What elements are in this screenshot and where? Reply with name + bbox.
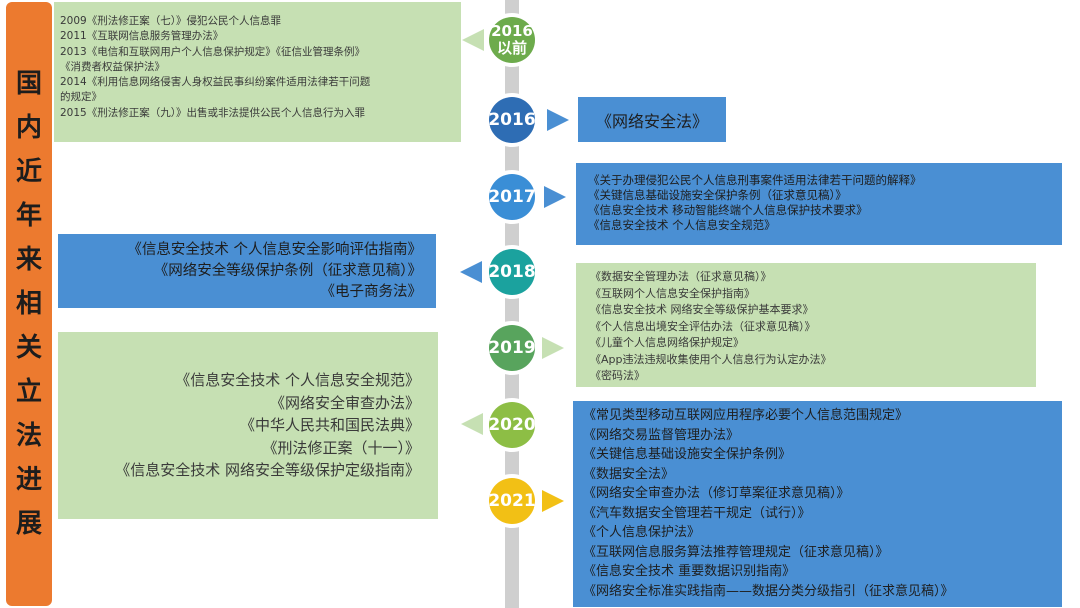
title-char: 内 xyxy=(15,113,42,143)
law-item: 《网络交易监督管理办法》 xyxy=(583,427,740,443)
title-char: 关 xyxy=(15,333,42,363)
law-item: 《关键信息基础设施安全保护条例（征求意见稿）》 xyxy=(588,188,847,202)
title-char: 近 xyxy=(15,157,42,187)
law-item: 《信息安全技术 网络安全等级保护基本要求》 xyxy=(590,303,814,316)
title-char: 国 xyxy=(15,69,42,99)
year-label: 以前 xyxy=(496,39,527,57)
law-item: 《网络安全审查办法（修订草案征求意见稿）》 xyxy=(583,486,850,501)
box-pre-2016: 2009《刑法修正案（七）》侵犯公民个人信息罪 2011《互联网信息服务管理办法… xyxy=(54,2,461,142)
year-node-2018: 2018 xyxy=(488,249,536,295)
year-label: 2020 xyxy=(488,415,536,435)
law-item: 《消费者权益保护法》 xyxy=(60,60,165,73)
law-item: 《信息安全技术 个人信息安全影响评估指南》 xyxy=(127,242,422,258)
law-item: 《网络安全标准实践指南——数据分类分级指引（征求意见稿）》 xyxy=(583,583,954,599)
title-sidebar: 国 内 近 年 来 相 关 立 法 进 展 xyxy=(6,2,52,606)
year-label: 2017 xyxy=(488,187,536,207)
law-item: 《互联网个人信息安全保护指南》 xyxy=(590,286,755,300)
box-2020: 《信息安全技术 个人信息安全规范》 《网络安全审查办法》 《中华人民共和国民法典… xyxy=(58,332,438,519)
arrow-right-2021 xyxy=(542,490,564,512)
law-item: 《信息安全技术 移动智能终端个人信息保护技术要求》 xyxy=(588,203,868,217)
law-item: 《常见类型移动互联网应用程序必要个人信息范围规定》 xyxy=(583,408,909,423)
law-item: 的规定》 xyxy=(60,91,102,104)
law-item: 《网络安全审查办法》 xyxy=(269,393,420,412)
arrow-left-2018 xyxy=(460,261,482,283)
law-item: 《电子商务法》 xyxy=(320,284,423,300)
title-char: 来 xyxy=(15,245,42,275)
law-item: 《儿童个人信息网络保护规定》 xyxy=(590,336,744,349)
law-item: 2009《刑法修正案（七）》侵犯公民个人信息罪 xyxy=(60,15,281,27)
title-char: 立 xyxy=(15,377,42,407)
law-item: 《网络安全法》 xyxy=(595,111,708,131)
arrow-right-2017 xyxy=(544,186,566,208)
law-item: 《关键信息基础设施安全保护条例》 xyxy=(583,447,792,462)
law-item: 《互联网信息服务算法推荐管理规定（征求意见稿）》 xyxy=(583,544,889,560)
year-label: 2019 xyxy=(488,338,536,358)
law-item: 《App违法违规收集使用个人信息行为认定办法》 xyxy=(590,352,832,366)
law-item: 《关于办理侵犯公民个人信息刑事案件适用法律若干问题的解释》 xyxy=(588,173,922,187)
timeline-axis xyxy=(505,0,519,608)
law-item: 《信息安全技术 个人信息安全规范》 xyxy=(175,371,420,389)
arrow-right-2016 xyxy=(547,109,569,131)
law-item: 《个人信息保护法》 xyxy=(583,525,701,540)
arrow-left-pre-2016 xyxy=(462,29,484,51)
law-item: 《刑法修正案（十一）》 xyxy=(262,438,420,457)
year-label: 2016 xyxy=(488,110,536,130)
year-node-2016: 2016 xyxy=(488,97,536,143)
box-2016: 《网络安全法》 xyxy=(578,97,726,142)
year-node-2019: 2019 xyxy=(488,325,536,371)
title-char: 进 xyxy=(15,465,42,495)
law-item: 2013《电信和互联网用户个人信息保护规定》《征信业管理条例》 xyxy=(60,45,365,58)
box-2018: 《信息安全技术 个人信息安全影响评估指南》 《网络安全等级保护条例（征求意见稿）… xyxy=(58,234,436,308)
title-char: 年 xyxy=(15,201,42,231)
law-item: 《中华人民共和国民法典》 xyxy=(239,416,420,434)
law-item: 《个人信息出境安全评估办法（征求意见稿）》 xyxy=(590,319,816,333)
box-2021: 《常见类型移动互联网应用程序必要个人信息范围规定》 《网络交易监督管理办法》 《… xyxy=(573,401,1062,607)
law-item: 《信息安全技术 个人信息安全规范》 xyxy=(588,218,776,232)
arrow-right-2019 xyxy=(542,337,564,359)
law-item: 《信息安全技术 重要数据识别指南》 xyxy=(583,564,796,579)
year-label: 2018 xyxy=(488,262,536,282)
year-node-pre-2016: 2016 以前 xyxy=(489,17,535,63)
year-node-2021: 2021 xyxy=(488,478,536,524)
law-item: 《网络安全等级保护条例（征求意见稿）》 xyxy=(153,263,422,279)
year-label: 2021 xyxy=(488,491,536,511)
law-item: 《汽车数据安全管理若干规定（试行）》 xyxy=(583,505,811,521)
title-char: 相 xyxy=(15,289,42,319)
year-node-2020: 2020 xyxy=(488,402,536,448)
year-node-2017: 2017 xyxy=(488,174,536,220)
law-item: 2015《刑法修正案（九）》出售或非法提供公民个人信息行为入罪 xyxy=(60,106,365,119)
law-item: 《数据安全法》 xyxy=(583,466,675,482)
law-item: 《信息安全技术 网络安全等级保护定级指南》 xyxy=(115,461,420,479)
law-item: 《密码法》 xyxy=(590,369,645,382)
title-char: 展 xyxy=(15,509,42,539)
box-2019: 《数据安全管理办法（征求意见稿）》 《互联网个人信息安全保护指南》 《信息安全技… xyxy=(576,263,1036,387)
year-label: 2016 xyxy=(491,22,533,40)
arrow-left-2020 xyxy=(461,413,483,435)
law-item: 2011《互联网信息服务管理办法》 xyxy=(60,30,224,43)
box-2017: 《关于办理侵犯公民个人信息刑事案件适用法律若干问题的解释》 《关键信息基础设施安… xyxy=(576,163,1062,245)
law-item: 《数据安全管理办法（征求意见稿）》 xyxy=(590,270,772,283)
law-item: 2014《利用信息网络侵害人身权益民事纠纷案件适用法律若干问题 xyxy=(60,76,371,89)
title-char: 法 xyxy=(15,421,42,451)
